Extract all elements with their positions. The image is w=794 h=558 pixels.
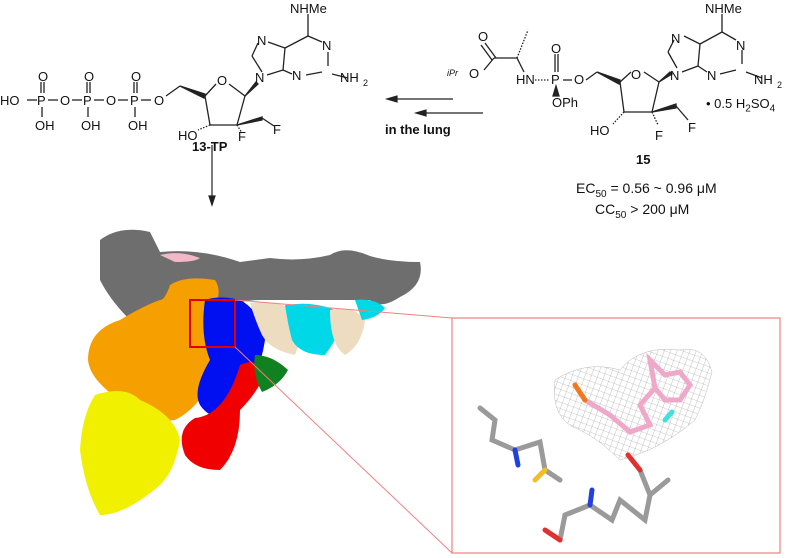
svg-text:N: N xyxy=(670,68,679,83)
svg-text:OH: OH xyxy=(81,118,101,133)
ec50-prefix: EC xyxy=(576,180,596,196)
svg-text:HO: HO xyxy=(178,128,198,143)
svg-text:O: O xyxy=(84,69,94,84)
svg-text:N: N xyxy=(255,70,264,85)
cc50-text: > 200 μM xyxy=(626,201,690,217)
cc50-sub: 50 xyxy=(615,209,627,221)
svg-text:N: N xyxy=(707,68,716,83)
structure-13tp-atoms: HO P O P O P O O O O OH OH OH O HO F F N… xyxy=(0,1,368,144)
svg-text:F: F xyxy=(238,129,246,144)
compound-13tp-label: 13-TP xyxy=(192,139,228,154)
svg-text:2: 2 xyxy=(363,78,368,88)
svg-text:O: O xyxy=(131,69,141,84)
svg-text:HN: HN xyxy=(516,72,535,87)
svg-text:N: N xyxy=(322,38,331,53)
svg-text:OH: OH xyxy=(35,118,55,133)
svg-text:P: P xyxy=(551,72,560,87)
svg-text:N: N xyxy=(671,31,680,46)
salt-text: • 0.5 H xyxy=(706,96,746,111)
arrow-label: in the lung xyxy=(385,122,451,137)
svg-text:NH: NH xyxy=(340,70,359,85)
compound-15-label: 15 xyxy=(636,152,651,167)
svg-text:HO: HO xyxy=(590,123,610,138)
structure-13tp-bonds xyxy=(27,14,349,134)
svg-text:iPr: iPr xyxy=(447,68,459,78)
salt-text-end: SO xyxy=(750,96,770,111)
svg-text:2: 2 xyxy=(777,80,782,90)
structure-15-atoms: O iPr iPr O HN P O O OPh O HO F F N N N … xyxy=(447,1,782,143)
svg-text:O: O xyxy=(38,69,48,84)
svg-text:O: O xyxy=(551,41,561,56)
svg-text:O: O xyxy=(574,72,584,87)
svg-text:P: P xyxy=(130,93,139,108)
svg-text:OH: OH xyxy=(128,118,148,133)
svg-text:HO: HO xyxy=(0,93,20,108)
svg-text:NH: NH xyxy=(754,72,773,87)
protein-surface xyxy=(80,229,421,515)
svg-text:O: O xyxy=(469,66,479,81)
reaction-arrow xyxy=(208,95,483,207)
salt-sub: 2 xyxy=(745,103,751,115)
svg-text:O: O xyxy=(106,93,116,108)
salt-label: • 0.5 H2SO4 xyxy=(706,96,775,115)
svg-text:F: F xyxy=(688,120,696,135)
svg-text:NHMe: NHMe xyxy=(290,1,327,16)
cc50-prefix: CC xyxy=(595,201,616,217)
svg-text:N: N xyxy=(292,68,301,83)
ec50-sub: 50 xyxy=(595,188,607,200)
svg-text:O: O xyxy=(154,93,164,108)
svg-text:P: P xyxy=(83,93,92,108)
svg-text:O: O xyxy=(217,73,227,88)
binding-site-inset xyxy=(477,349,713,543)
svg-text:O: O xyxy=(631,67,641,82)
svg-text:F: F xyxy=(655,128,663,143)
svg-text:N: N xyxy=(257,33,266,48)
ec50-value: EC50 = 0.56 ~ 0.96 μM xyxy=(576,180,717,200)
salt-sub2: 4 xyxy=(769,103,776,115)
cc50-value: CC50 > 200 μM xyxy=(595,201,689,221)
svg-text:O: O xyxy=(478,29,488,44)
svg-text:OPh: OPh xyxy=(552,95,578,110)
svg-text:O: O xyxy=(60,93,70,108)
svg-text:P: P xyxy=(37,93,46,108)
structure-15-bonds xyxy=(480,14,763,126)
svg-text:F: F xyxy=(273,122,281,137)
svg-text:NHMe: NHMe xyxy=(705,1,742,16)
ec50-text: = 0.56 ~ 0.96 μM xyxy=(606,180,717,196)
svg-text:N: N xyxy=(736,38,745,53)
